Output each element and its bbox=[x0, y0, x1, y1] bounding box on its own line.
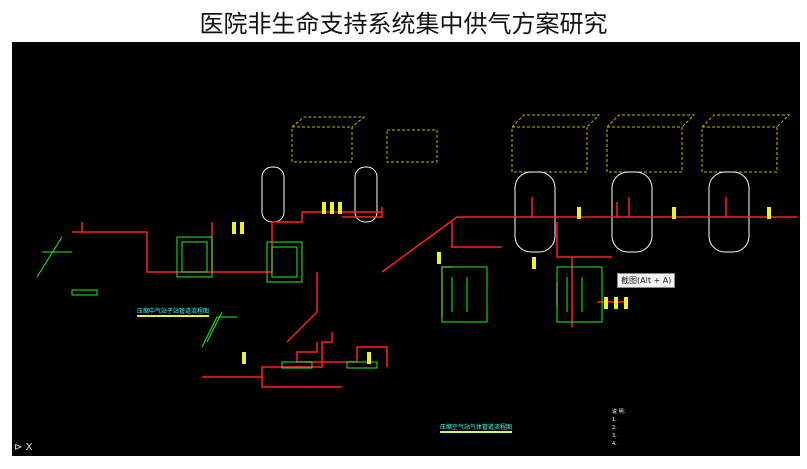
page-title: 医院非生命支持系统集中供气方案研究 bbox=[199, 10, 608, 38]
pipes bbox=[72, 197, 797, 388]
cad-drawing bbox=[36, 114, 797, 388]
note-item: 3. bbox=[612, 433, 617, 439]
note-item: 2. bbox=[612, 425, 617, 431]
notes-heading: 说 明： bbox=[612, 409, 629, 415]
note-item: 4. bbox=[612, 441, 617, 447]
caption-compressed-air-flow: 压缩空气站气体管道流程图 bbox=[440, 424, 513, 433]
ucs-axis-icon: ⊳ X bbox=[14, 442, 33, 453]
caption-substation-flow: 压缩中气站子站管道流程图 bbox=[137, 308, 210, 317]
notes-block: 说 明： 1. 2. 3. 4. bbox=[612, 408, 629, 448]
axis-x-label: X bbox=[25, 442, 33, 453]
equipment bbox=[36, 236, 603, 369]
storage-frames bbox=[291, 114, 791, 173]
valves bbox=[232, 202, 771, 364]
cad-drawing-canvas[interactable]: 压缩中气站子站管道流程图 压缩空气站气体管道流程图 说 明： 1. 2. 3. … bbox=[12, 42, 800, 456]
screenshot-tooltip: 截图(Alt + A) bbox=[617, 273, 676, 288]
note-item: 1. bbox=[612, 417, 617, 423]
